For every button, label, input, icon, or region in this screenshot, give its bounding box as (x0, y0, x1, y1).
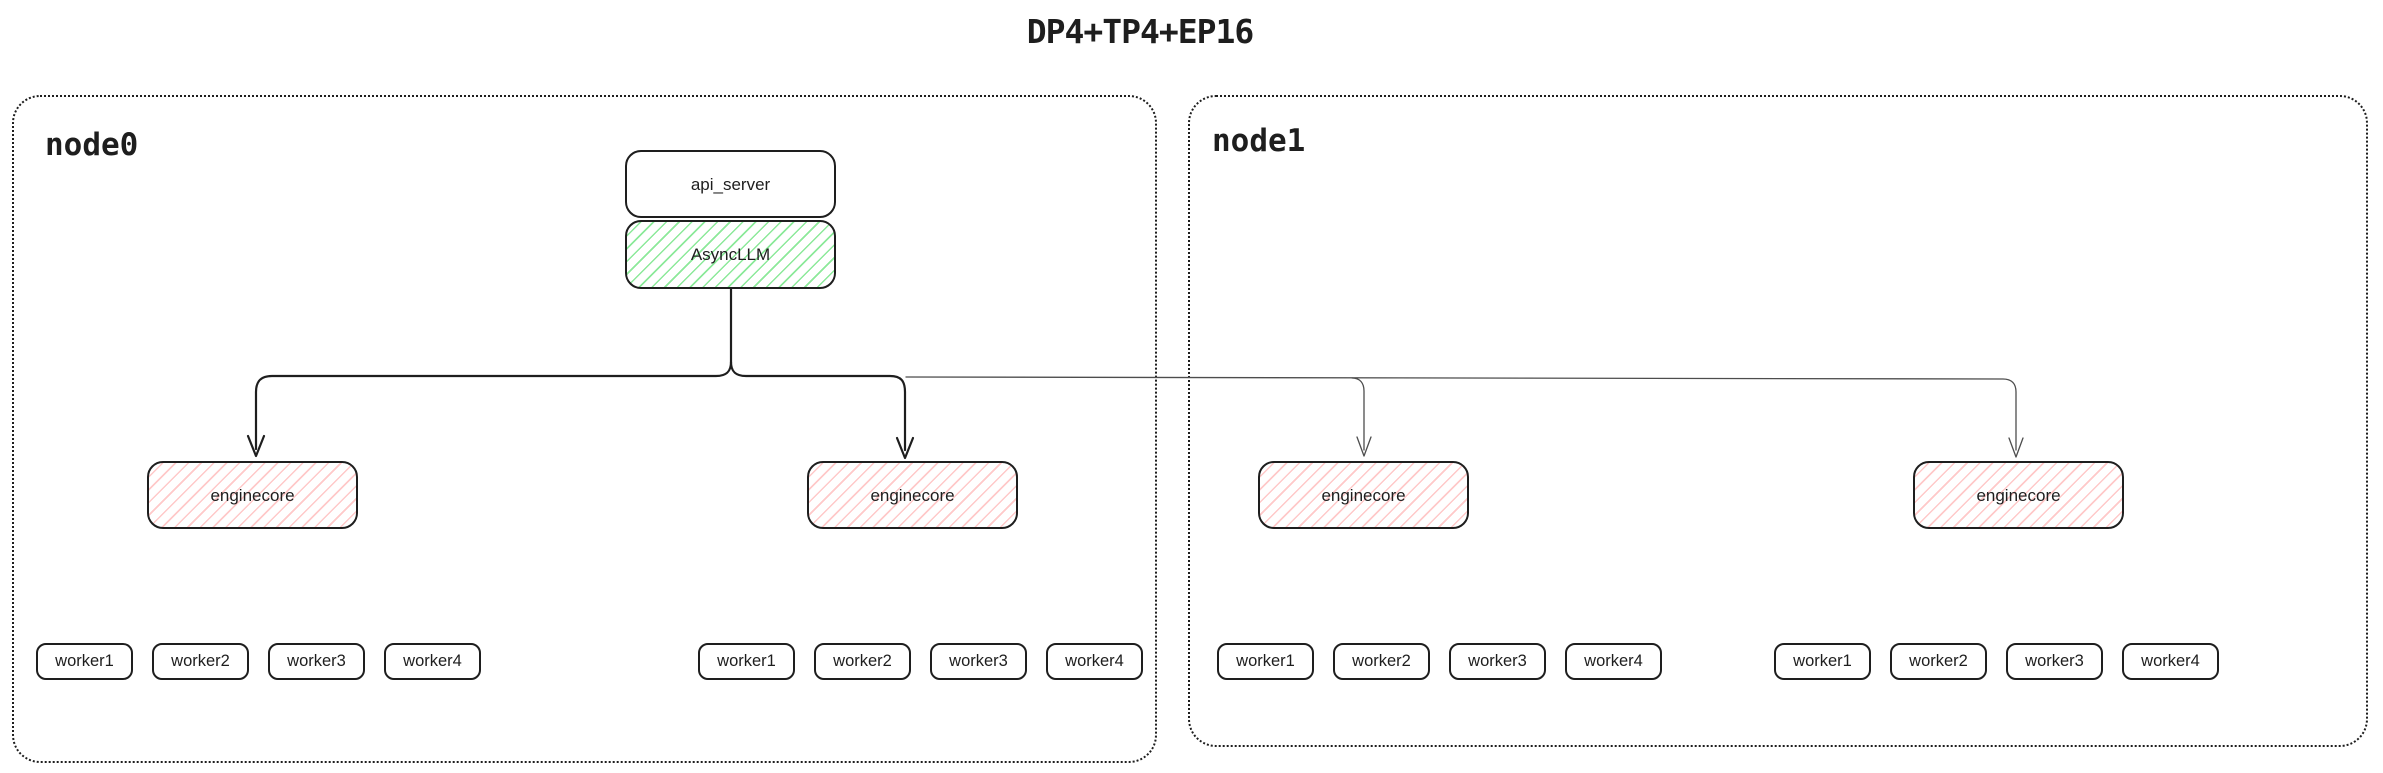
diagram-title: DP4+TP4+EP16 (1026, 12, 1254, 51)
enginecore-label: enginecore (1976, 485, 2061, 505)
asyncllm-box: AsyncLLM (625, 220, 836, 289)
node0-label: node0 (45, 127, 139, 163)
worker-box: worker3 (930, 643, 1027, 680)
asyncllm-label: AsyncLLM (690, 245, 771, 264)
worker-box: worker4 (384, 643, 481, 680)
enginecore-box-node1-2: enginecore (1913, 461, 2124, 529)
worker-box: worker1 (1774, 643, 1871, 680)
worker-box: worker2 (1890, 643, 1987, 680)
worker-box: worker2 (814, 643, 911, 680)
worker-box: worker3 (2006, 643, 2103, 680)
api-server-box: api_server (625, 150, 836, 218)
worker-box: worker4 (2122, 643, 2219, 680)
worker-row-node0-2: worker1 worker2 worker3 worker4 (698, 643, 1143, 680)
worker-box: worker4 (1046, 643, 1143, 680)
enginecore-box-node1-1: enginecore (1258, 461, 1469, 529)
worker-row-node1-2: worker1 worker2 worker3 worker4 (1774, 643, 2219, 680)
worker-box: worker2 (1333, 643, 1430, 680)
worker-box: worker3 (1449, 643, 1546, 680)
worker-box: worker3 (268, 643, 365, 680)
enginecore-label: enginecore (870, 485, 955, 505)
node1-label: node1 (1212, 123, 1306, 159)
enginecore-label: enginecore (1321, 485, 1406, 505)
worker-row-node1-1: worker1 worker2 worker3 worker4 (1217, 643, 1662, 680)
enginecore-box-node0-2: enginecore (807, 461, 1018, 529)
worker-row-node0-1: worker1 worker2 worker3 worker4 (36, 643, 481, 680)
worker-box: worker4 (1565, 643, 1662, 680)
worker-box: worker2 (152, 643, 249, 680)
worker-box: worker1 (36, 643, 133, 680)
worker-box: worker1 (698, 643, 795, 680)
worker-box: worker1 (1217, 643, 1314, 680)
api-server-label: api_server (690, 174, 771, 194)
enginecore-box-node0-1: enginecore (147, 461, 358, 529)
enginecore-label: enginecore (210, 485, 295, 505)
